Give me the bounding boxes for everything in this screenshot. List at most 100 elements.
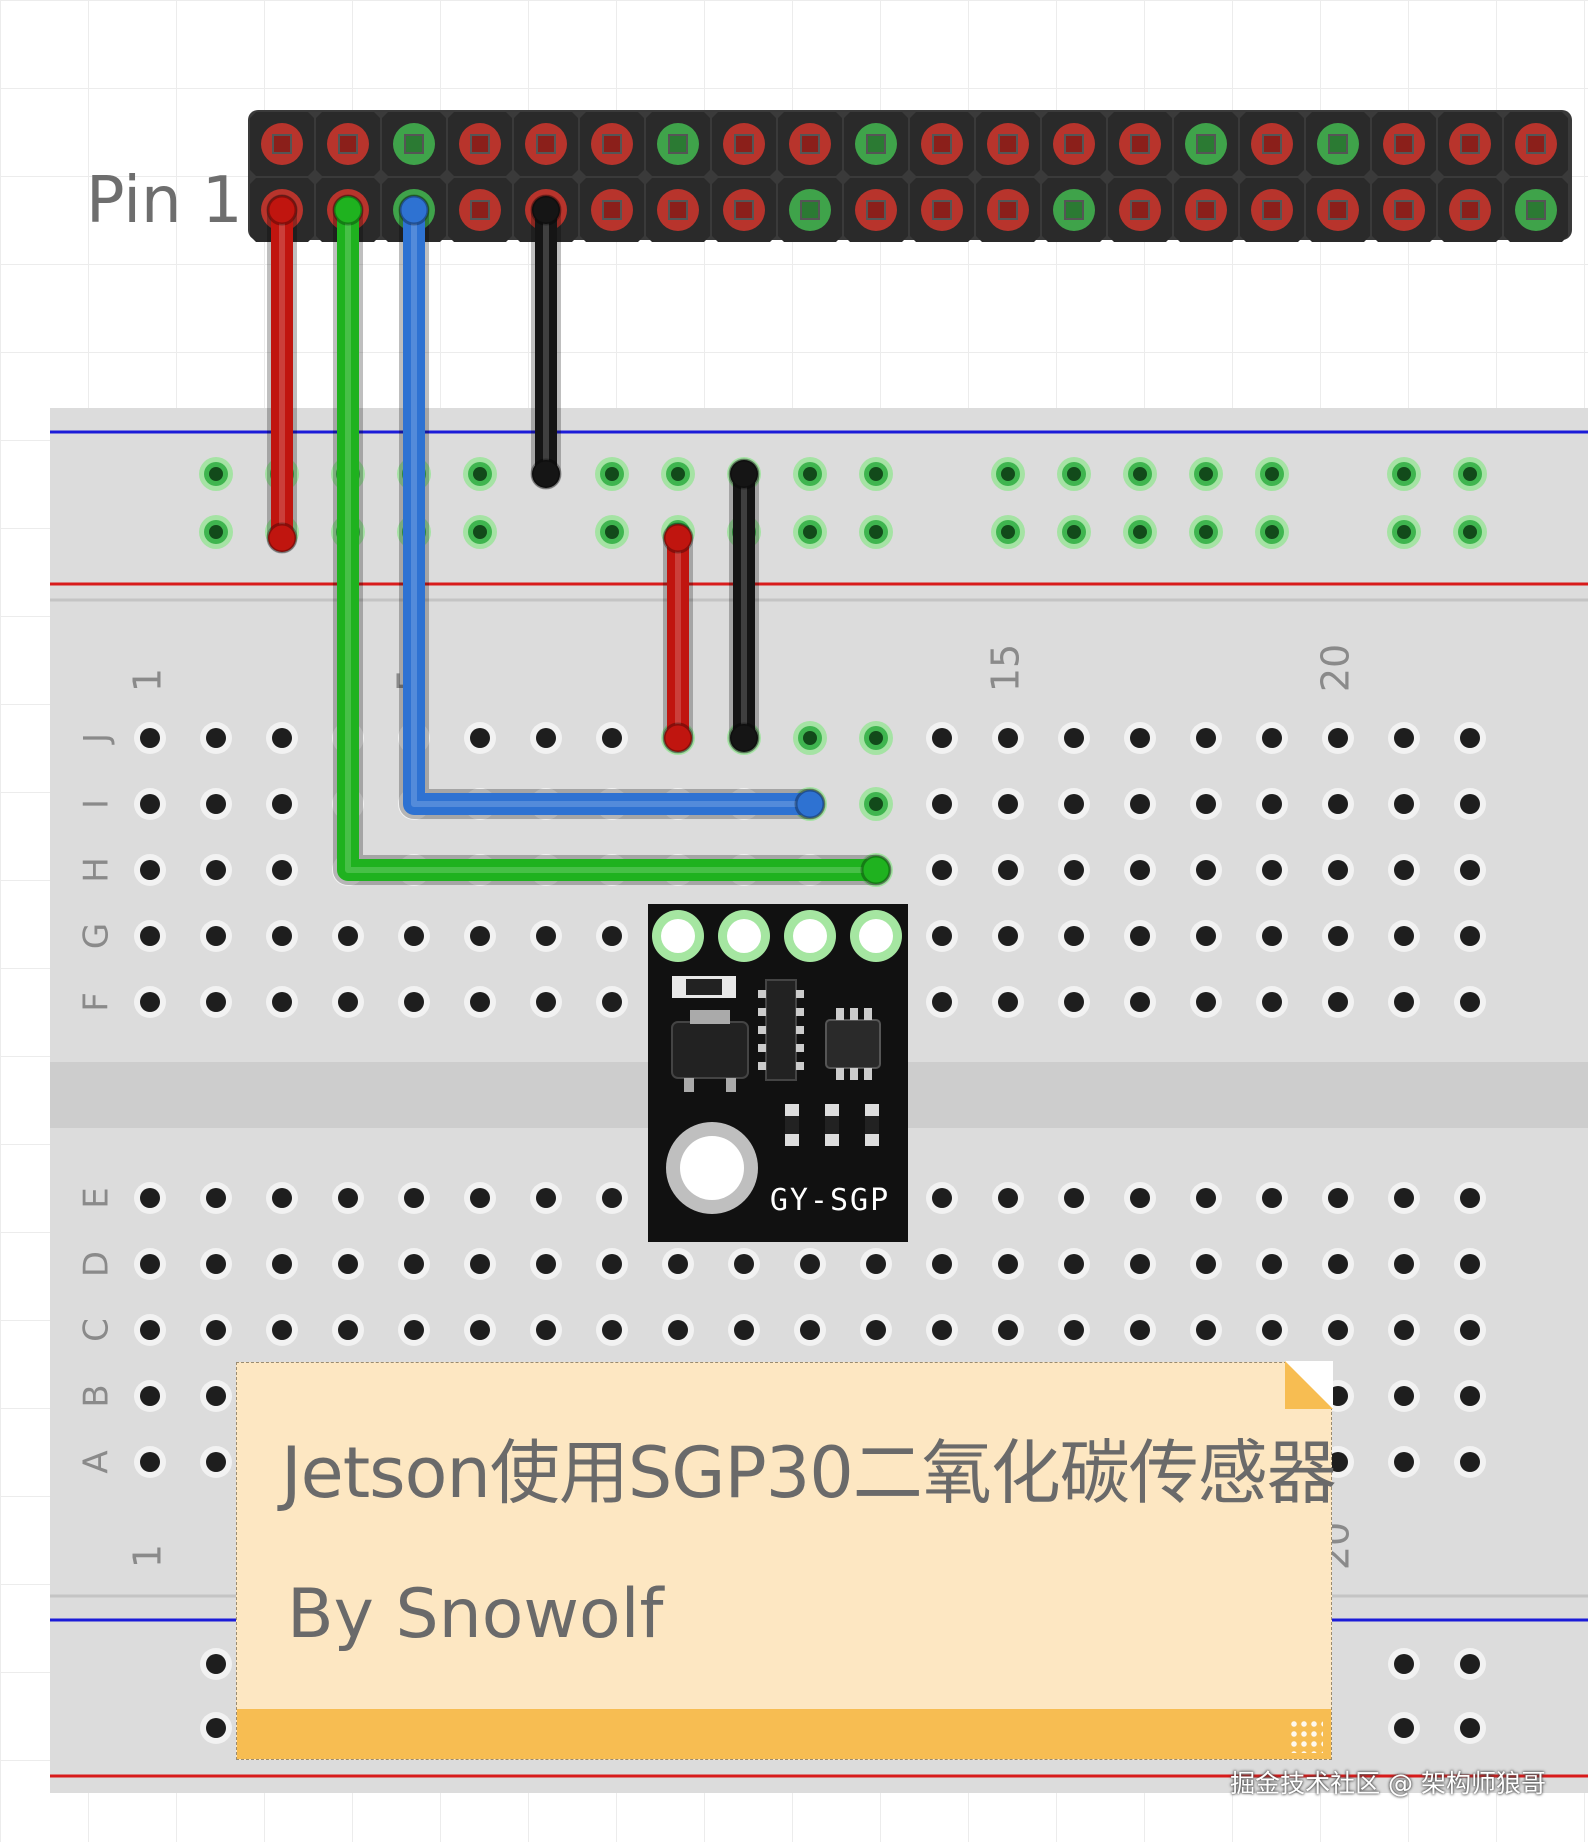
hole	[1124, 1248, 1156, 1280]
hole	[992, 788, 1024, 820]
hole	[926, 854, 958, 886]
hole	[1388, 1248, 1420, 1280]
row-label: G	[77, 923, 117, 949]
hole	[1322, 788, 1354, 820]
hole	[200, 788, 232, 820]
hole	[1454, 722, 1486, 754]
hole-connected	[859, 515, 893, 549]
module-pin-hole	[727, 919, 761, 953]
hole	[1322, 1314, 1354, 1346]
hole	[596, 1248, 628, 1280]
title-note: Jetson使用SGP30二氧化碳传感器 By Snowolf	[236, 1361, 1337, 1760]
gpio-header	[248, 110, 1572, 242]
hole	[1256, 788, 1288, 820]
header-pin	[580, 112, 644, 176]
module-pin-hole	[793, 919, 827, 953]
hole	[530, 1314, 562, 1346]
note-fold-corner	[1285, 1361, 1333, 1409]
hole	[266, 722, 298, 754]
hole-connected	[199, 515, 233, 549]
hole	[200, 854, 232, 886]
hole-connected	[1123, 515, 1157, 549]
header-pin	[910, 112, 974, 176]
hole	[1058, 788, 1090, 820]
hole-connected	[1387, 457, 1421, 491]
hole	[1454, 1248, 1486, 1280]
hole-connected	[595, 457, 629, 491]
hole	[1058, 854, 1090, 886]
hole	[1190, 986, 1222, 1018]
hole	[266, 1182, 298, 1214]
hole-connected	[991, 515, 1025, 549]
row-label: A	[77, 1450, 117, 1473]
hole	[134, 1314, 166, 1346]
hole	[134, 788, 166, 820]
hole	[992, 920, 1024, 952]
hole	[1256, 1314, 1288, 1346]
hole	[1388, 920, 1420, 952]
hole-connected	[859, 457, 893, 491]
hole	[200, 986, 232, 1018]
hole	[1454, 1446, 1486, 1478]
hole	[464, 986, 496, 1018]
hole-connected	[1255, 457, 1289, 491]
hole	[266, 788, 298, 820]
hole-connected	[793, 457, 827, 491]
hole	[728, 1314, 760, 1346]
hole	[1388, 1446, 1420, 1478]
hole	[332, 920, 364, 952]
hole	[530, 1182, 562, 1214]
hole	[1388, 1648, 1420, 1680]
hole	[1124, 1314, 1156, 1346]
hole	[794, 1314, 826, 1346]
hole	[926, 920, 958, 952]
hole	[134, 1182, 166, 1214]
hole	[596, 986, 628, 1018]
hole	[1388, 788, 1420, 820]
hole	[398, 1248, 430, 1280]
hole	[200, 920, 232, 952]
resize-grip-icon[interactable]	[1289, 1719, 1323, 1753]
hole	[398, 986, 430, 1018]
wires	[266, 194, 892, 886]
hole	[1190, 722, 1222, 754]
header-pin-connected	[1042, 178, 1106, 242]
note-title: Jetson使用SGP30二氧化碳传感器	[281, 1432, 1337, 1514]
hole-connected	[1387, 515, 1421, 549]
hole	[1190, 1182, 1222, 1214]
module-pin-hole	[859, 919, 893, 953]
hole	[992, 1314, 1024, 1346]
hole	[398, 1314, 430, 1346]
header-pin	[910, 178, 974, 242]
hole-connected	[859, 787, 893, 821]
hole	[662, 1314, 694, 1346]
header-pin	[712, 112, 776, 176]
header-pin-connected	[1306, 112, 1370, 176]
hole	[1124, 788, 1156, 820]
hole-connected	[463, 515, 497, 549]
header-pin	[1372, 112, 1436, 176]
regulator-chip	[671, 1021, 749, 1079]
header-pin-connected	[1504, 178, 1568, 242]
hole	[1322, 1248, 1354, 1280]
hole	[1322, 920, 1354, 952]
hole	[1058, 986, 1090, 1018]
hole	[1388, 1314, 1420, 1346]
hole	[992, 986, 1024, 1018]
sgp30-chip	[825, 1019, 881, 1069]
header-pin	[1504, 112, 1568, 176]
header-pin	[1042, 112, 1106, 176]
hole	[200, 1648, 232, 1680]
hole	[1058, 1248, 1090, 1280]
header-pin	[1240, 178, 1304, 242]
header-pin-connected	[646, 112, 710, 176]
header-pin	[976, 112, 1040, 176]
column-number: 20	[1314, 644, 1358, 692]
header-pin	[646, 178, 710, 242]
hole	[134, 920, 166, 952]
header-pin-connected	[1174, 112, 1238, 176]
hole	[860, 1248, 892, 1280]
hole	[794, 1248, 826, 1280]
hole	[1322, 722, 1354, 754]
hole-connected	[991, 457, 1025, 491]
